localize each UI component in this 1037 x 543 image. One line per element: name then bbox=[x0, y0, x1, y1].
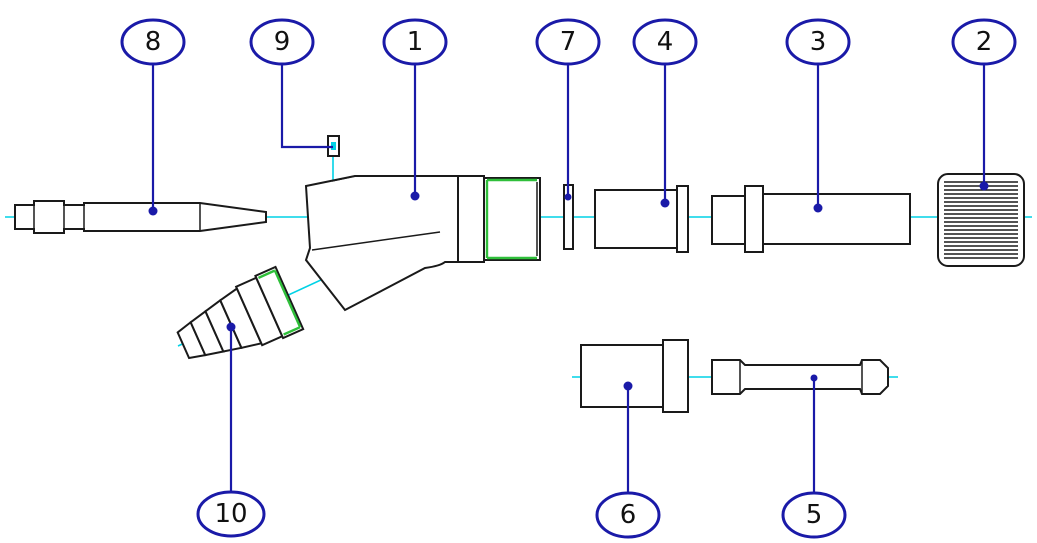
callout-5: 5 bbox=[781, 491, 847, 539]
part-1-y-body bbox=[304, 175, 541, 312]
callout-label-8: 8 bbox=[145, 27, 162, 57]
part-8-hose-nozzle bbox=[14, 200, 267, 234]
part-5-pin bbox=[711, 359, 889, 395]
part-2-knurled-cap bbox=[937, 173, 1025, 267]
callout-8: 8 bbox=[120, 18, 186, 66]
callout-label-10: 10 bbox=[214, 499, 247, 529]
callout-10: 10 bbox=[196, 490, 266, 538]
callout-label-2: 2 bbox=[976, 27, 993, 57]
callout-label-4: 4 bbox=[657, 27, 674, 57]
part-4-sleeve bbox=[594, 185, 689, 253]
leader-dots bbox=[148, 181, 989, 391]
callout-2: 2 bbox=[951, 18, 1017, 66]
part-6-bushing bbox=[580, 339, 689, 413]
callout-3: 3 bbox=[785, 18, 851, 66]
callout-4: 4 bbox=[632, 18, 698, 66]
callout-label-9: 9 bbox=[274, 27, 291, 57]
callout-9: 9 bbox=[249, 18, 315, 66]
callout-label-1: 1 bbox=[407, 27, 424, 57]
callout-1: 1 bbox=[382, 18, 448, 66]
part-3-tube bbox=[711, 185, 911, 253]
part-10-angled-hose-barb bbox=[176, 265, 305, 360]
leader-lines bbox=[151, 62, 986, 493]
callout-label-6: 6 bbox=[620, 500, 637, 530]
callout-label-3: 3 bbox=[810, 27, 827, 57]
callout-6: 6 bbox=[595, 491, 661, 539]
callout-label-5: 5 bbox=[806, 500, 823, 530]
callout-7: 7 bbox=[535, 18, 601, 66]
callout-label-7: 7 bbox=[560, 27, 577, 57]
